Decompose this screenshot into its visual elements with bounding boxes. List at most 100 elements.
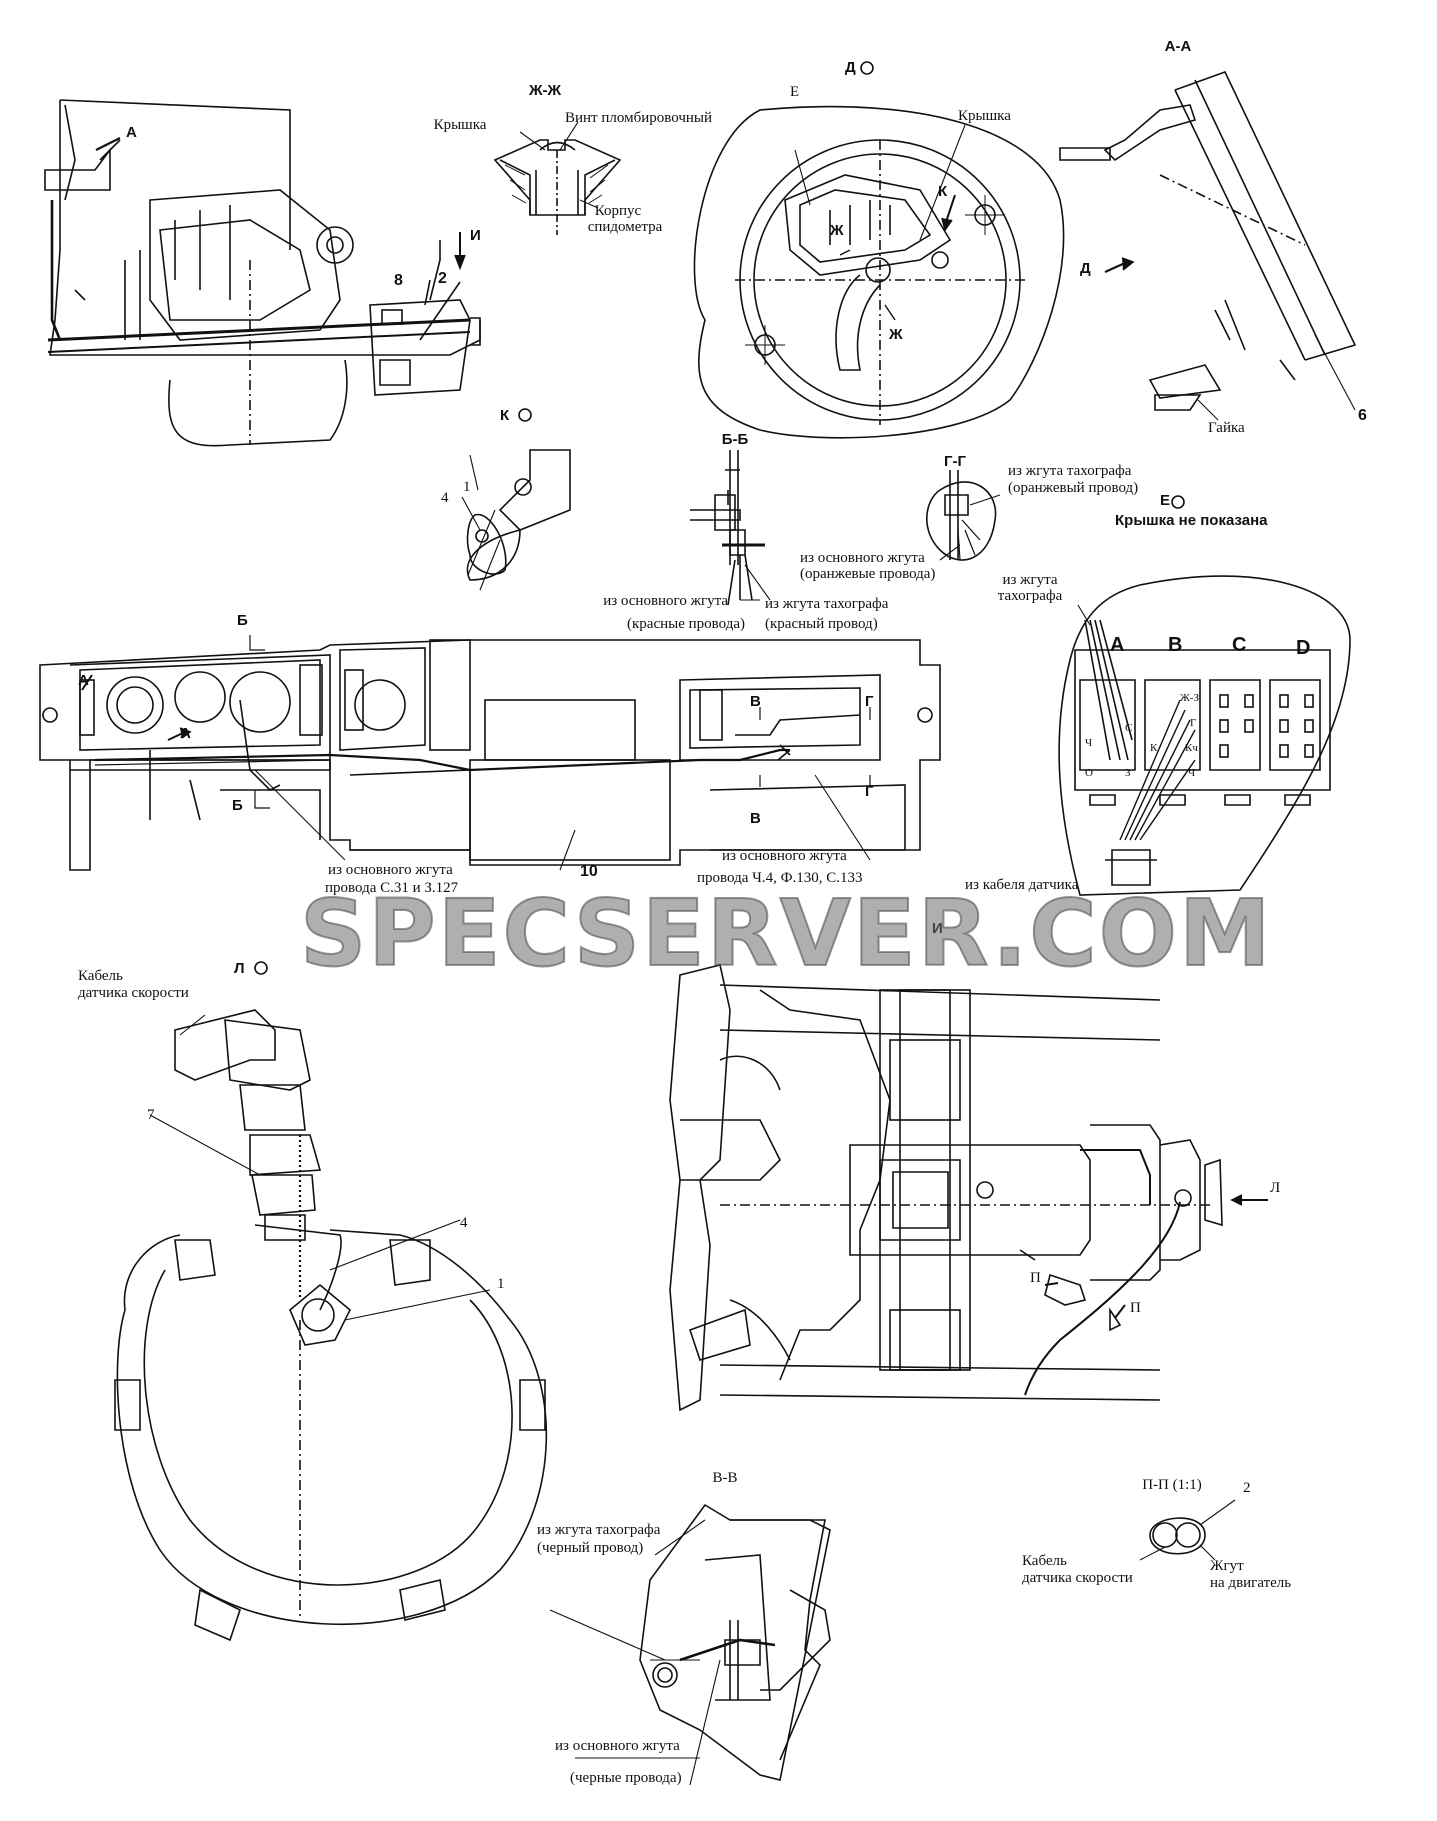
pin-label: С <box>1125 722 1133 734</box>
view-l <box>114 1009 548 1642</box>
view-l-item-7: 7 <box>147 1107 155 1123</box>
pin-label: О <box>1085 767 1093 779</box>
view-d-zh-mark-2: Ж <box>889 326 903 343</box>
view-v-v-title: В-В <box>712 1470 738 1486</box>
zh-body-label-2: спидометра <box>587 219 663 235</box>
view-k-title: К <box>500 407 510 424</box>
view-k-item-1: 1 <box>463 479 471 495</box>
view-e-tacho-label-1: из жгута <box>1002 572 1058 588</box>
view-e-tacho-label-2: тахографа <box>997 588 1063 604</box>
view-e-title: Е <box>1160 492 1171 509</box>
v-v-tacho-label-2: (черный провод) <box>537 1540 644 1556</box>
dash-g-mark-bottom: Г <box>865 783 874 800</box>
view-a-a <box>1059 71 1357 421</box>
pin-label: З <box>1125 767 1131 779</box>
view-l-item-1: 1 <box>497 1276 505 1292</box>
v-v-main-label-1: из основного жгута <box>555 1738 680 1754</box>
section-zh-zh <box>493 121 622 235</box>
p-p-cable-label-1: Кабель <box>1022 1553 1067 1569</box>
dash-v-mark-bottom: В <box>750 810 761 827</box>
view-d <box>693 105 1065 439</box>
view-i-p-mark-2: П <box>1130 1300 1141 1316</box>
dash-v-mark-top: В <box>750 693 761 710</box>
pin-label: Ч <box>1085 737 1093 749</box>
dash-g-mark-top: Г <box>865 693 874 710</box>
view-marker <box>1171 495 1185 509</box>
view-l-item-4: 4 <box>460 1215 468 1231</box>
b-b-main-label-2: (красные провода) <box>627 616 745 632</box>
view-d-k-mark: К <box>938 183 948 200</box>
p-p-cable-label-2: датчика скорости <box>1022 1570 1133 1586</box>
p-p-harness-label-2: на двигатель <box>1210 1575 1292 1591</box>
view-e-note: Крышка не показана <box>1115 512 1268 529</box>
view-i-l-mark: Л <box>1270 1180 1281 1196</box>
view-d-title: Д <box>845 59 856 76</box>
engine-side-view <box>44 99 481 447</box>
view-i-p-mark-1: П <box>1030 1270 1041 1286</box>
dash-b-mark-bottom: Б <box>232 797 243 814</box>
watermark-text: SPECSERVER.COM <box>299 879 1273 988</box>
g-g-tacho-label-1: из жгута тахографа <box>1008 463 1132 479</box>
dash-a-mark-right: А <box>180 725 191 742</box>
p-p-item-2: 2 <box>1243 1480 1251 1496</box>
v-v-tacho-label-1: из жгута тахографа <box>537 1522 661 1538</box>
view-b-b-title: Б-Б <box>721 431 749 448</box>
section-p-p <box>1139 1499 1236 1561</box>
pin-label: Кч <box>1185 742 1198 754</box>
view-k <box>461 449 571 591</box>
b-b-tacho-label-2: (красный провод) <box>765 616 878 632</box>
view-d-e-mark: Е <box>790 84 800 100</box>
view-e <box>1058 575 1351 896</box>
dash-main1-label-1: из основного жгута <box>328 862 453 878</box>
v-v-main-label-2: (черные провода) <box>570 1770 682 1786</box>
dash-a-mark-left: А <box>78 672 89 689</box>
view-marker <box>254 961 268 975</box>
dash-main2-label-1: из основного жгута <box>722 848 847 864</box>
view-k-item-4: 4 <box>441 490 449 506</box>
view-b-b <box>690 450 771 606</box>
view-l-title: Л <box>234 960 245 977</box>
view-i-title: И <box>932 920 943 937</box>
pin-label: Г <box>1190 717 1197 729</box>
zh-cover-label: Крышка <box>433 117 487 133</box>
view-a-a-nut-label: Гайка <box>1208 420 1245 436</box>
zh-body-label-1: Корпус <box>594 203 642 219</box>
dashboard-view <box>39 635 941 871</box>
g-g-tacho-label-2: (оранжевый провод) <box>1008 480 1139 496</box>
section-p-p-title: П-П (1:1) <box>1142 1477 1202 1493</box>
b-b-main-label-1: из основного жгута <box>603 593 728 609</box>
engine-a-mark: А <box>126 124 137 141</box>
view-a-a-item-6: 6 <box>1358 407 1367 424</box>
zh-screw-label: Винт пломбировочный <box>565 110 713 126</box>
dash-b-mark-top: Б <box>237 612 248 629</box>
view-d-zh-mark-1: Ж <box>830 222 844 239</box>
connector-b-label: B <box>1168 634 1183 656</box>
dash-item-10: 10 <box>580 863 598 880</box>
pin-label: Ж-З <box>1180 692 1200 704</box>
view-marker <box>860 61 874 75</box>
dash-main2-label-2: провода Ч.4, Ф.130, С.133 <box>697 870 863 886</box>
view-l-cable-label-2: датчика скорости <box>78 985 189 1001</box>
engine-item-8: 8 <box>394 272 403 289</box>
pin-label: Ч <box>1188 767 1196 779</box>
dash-main1-label-2: провода С.31 и З.127 <box>325 880 459 896</box>
section-zh-zh-title: Ж-Ж <box>528 82 562 99</box>
engine-item-2: 2 <box>438 270 447 287</box>
view-d-cover-label: Крышка <box>958 108 1011 124</box>
view-e-sensor-label: из кабеля датчика <box>965 877 1079 893</box>
b-b-tacho-label-1: из жгута тахографа <box>765 596 889 612</box>
g-g-main-label-2: (оранжевые провода) <box>800 566 936 582</box>
connector-a-label: A <box>1110 634 1125 656</box>
view-l-cable-label-1: Кабель <box>78 968 123 984</box>
engine-i-mark: И <box>470 227 481 244</box>
pin-label: К <box>1150 742 1158 754</box>
view-g-g <box>926 470 1001 561</box>
view-v-v <box>549 1503 831 1786</box>
view-marker <box>518 408 532 422</box>
g-g-main-label-1: из основного жгута <box>800 550 925 566</box>
view-a-a-title: А-А <box>1164 38 1192 55</box>
connector-c-label: C <box>1232 634 1247 656</box>
view-i <box>669 964 1268 1412</box>
